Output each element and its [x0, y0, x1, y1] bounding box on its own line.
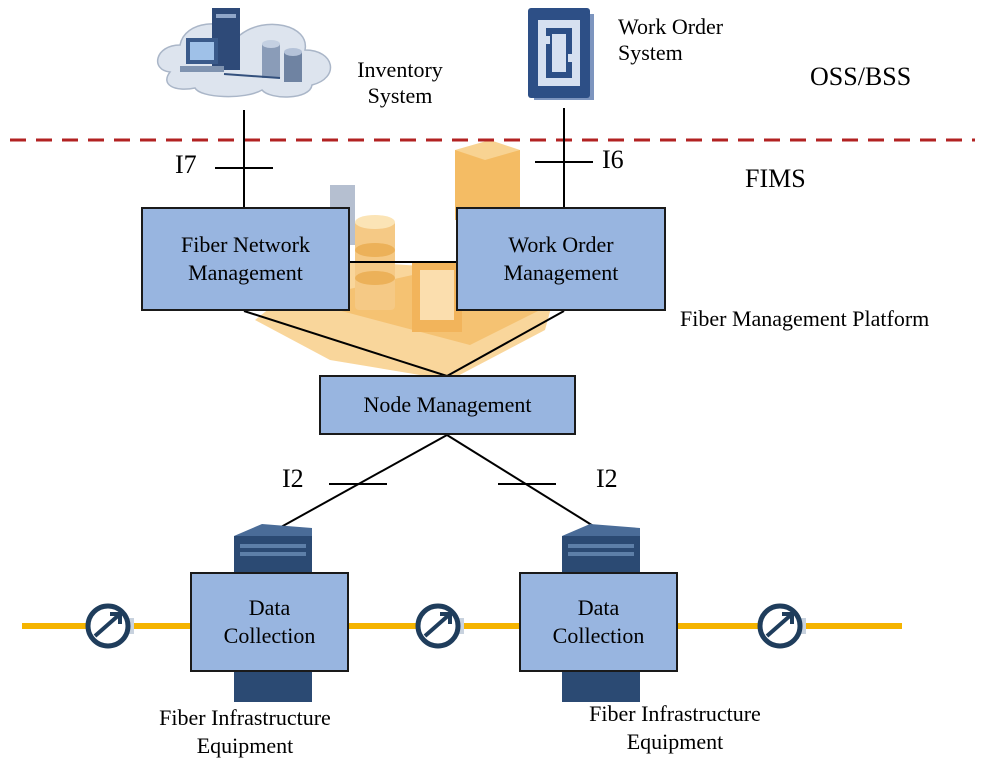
- fiber-connector-icon: [85, 603, 134, 649]
- inventory-label-line1: Inventory: [357, 57, 443, 82]
- wom-node-link: [446, 310, 565, 377]
- box-label: Node Management: [363, 392, 532, 417]
- box-label-line1: Work Order: [508, 232, 614, 257]
- fims-label: FIMS: [745, 164, 806, 193]
- interface-i2-right-label: I2: [596, 464, 618, 493]
- equipment-label-line2: Equipment: [196, 733, 294, 758]
- data-collection-right-box[interactable]: Data Collection: [519, 572, 678, 672]
- box-label-line1: Data: [577, 595, 620, 620]
- equipment-label-line1: Fiber Infrastructure: [589, 701, 761, 726]
- interface-i2-left-label: I2: [282, 464, 304, 493]
- server-left-icon: [234, 524, 312, 702]
- box-label-line1: Data: [248, 595, 291, 620]
- data-collection-left-box[interactable]: Data Collection: [190, 572, 349, 672]
- fiber-connector-icon: [757, 603, 806, 649]
- box-label-line2: Management: [503, 260, 619, 285]
- equipment-label-line1: Fiber Infrastructure: [159, 705, 331, 730]
- interface-i6-label: I6: [602, 145, 624, 174]
- inventory-system-icon: [156, 8, 332, 98]
- equipment-right-label: Fiber Infrastructure Equipment: [540, 700, 810, 756]
- server-right-icon: [562, 524, 640, 702]
- fiber-network-management-box[interactable]: Fiber Network Management: [141, 207, 350, 311]
- work-order-system-label: Work Order System: [618, 14, 723, 66]
- fiber-connector-icon: [415, 603, 464, 649]
- box-label-line2: Collection: [552, 623, 645, 648]
- work-order-system-icon: [528, 8, 594, 100]
- fiber-management-platform-label: Fiber Management Platform: [680, 306, 930, 331]
- inventory-label-line2: System: [367, 83, 433, 108]
- inventory-system-label: Inventory System: [340, 57, 460, 109]
- oss-bss-label: OSS/BSS: [810, 62, 912, 91]
- equipment-left-label: Fiber Infrastructure Equipment: [110, 704, 380, 760]
- box-label-line2: Management: [188, 260, 303, 285]
- fnm-node-link: [243, 310, 448, 377]
- node-management-box[interactable]: Node Management: [319, 375, 576, 435]
- work-order-label-line1: Work Order: [618, 14, 724, 39]
- box-label-line2: Collection: [223, 623, 316, 648]
- box-label-line1: Fiber Network: [181, 232, 310, 257]
- interface-i7-label: I7: [175, 150, 197, 179]
- work-order-label-line2: System: [618, 40, 683, 65]
- equipment-label-line2: Equipment: [626, 729, 724, 754]
- work-order-management-box[interactable]: Work Order Management: [456, 207, 666, 311]
